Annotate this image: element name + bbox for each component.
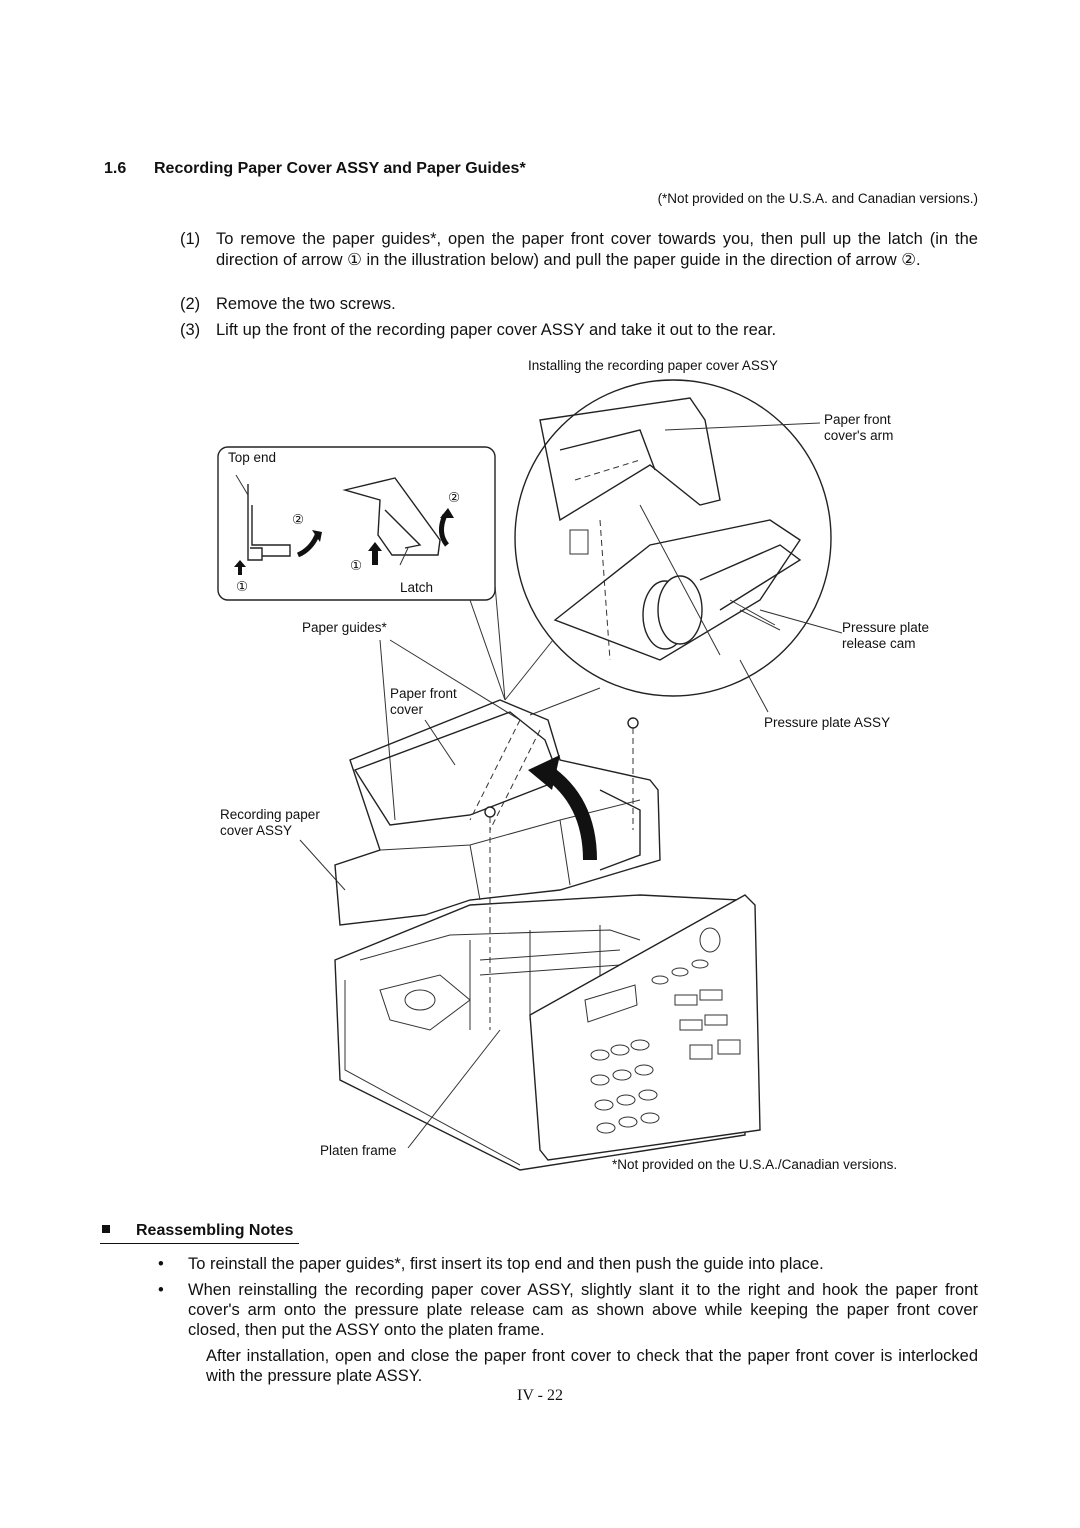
step-text: To remove the paper guides*, open the pa… xyxy=(216,230,978,269)
label-pressure-plate-release-cam: Pressure plate release cam xyxy=(842,620,930,651)
marker-1-inset-right: ① xyxy=(350,558,363,573)
figure-footnote: *Not provided on the U.S.A./Canadian ver… xyxy=(612,1157,898,1172)
reassembly-paragraph: After installation, open and close the p… xyxy=(206,1347,978,1385)
reassembly-bullet-1: • To reinstall the paper guides*, first … xyxy=(158,1254,978,1274)
bullet-text: To reinstall the paper guides*, first in… xyxy=(188,1255,824,1273)
detail-magnifier-circle xyxy=(514,379,832,697)
label-paper-front-cover: Paper front cover xyxy=(390,686,457,717)
marker-2-inset-right: ② xyxy=(448,490,461,505)
bullet-square-icon xyxy=(102,1225,110,1233)
section-number: 1.6 xyxy=(104,160,127,177)
marker-1-inset-left: ① xyxy=(236,579,249,594)
section-heading: 1.6 Recording Paper Cover ASSY and Paper … xyxy=(104,160,526,178)
label-paper-front-cover-arm: Paper front cover's arm xyxy=(824,412,894,443)
recording-paper-cover-assy xyxy=(334,699,661,926)
exploded-view-figure: Installing the recording paper cover ASS… xyxy=(0,350,1080,1180)
heading-underline xyxy=(100,1243,300,1244)
keypad xyxy=(590,959,741,1134)
label-latch: Latch xyxy=(400,580,434,595)
label-pressure-plate-assy: Pressure plate ASSY xyxy=(764,715,891,730)
bullet-dot-icon: • xyxy=(158,1255,164,1273)
section-note: (*Not provided on the U.S.A. and Canadia… xyxy=(657,191,978,206)
step-number: (1) xyxy=(180,230,201,248)
step-text: Lift up the front of the recording paper… xyxy=(216,321,777,339)
step-1: (1) To remove the paper guides*, open th… xyxy=(180,229,978,271)
lcd-display xyxy=(584,984,638,1023)
step-2: (2) Remove the two screws. xyxy=(180,294,978,315)
fax-machine-illustration xyxy=(217,379,843,1171)
bullet-dot-icon: • xyxy=(158,1281,164,1299)
reassembling-title: Reassembling Notes xyxy=(136,1222,294,1239)
reassembly-bullet-2: • When reinstalling the recording paper … xyxy=(158,1280,978,1340)
section-title: Recording Paper Cover ASSY and Paper Gui… xyxy=(154,160,526,177)
step-text: Remove the two screws. xyxy=(216,295,396,313)
control-panel xyxy=(529,894,761,1161)
bullet-text: When reinstalling the recording paper co… xyxy=(188,1281,978,1339)
page-number: IV - 22 xyxy=(517,1387,563,1404)
label-top-end: Top end xyxy=(228,450,277,465)
reassembling-heading: Reassembling Notes xyxy=(100,1222,300,1244)
paper-guide-inset xyxy=(217,446,496,601)
step-number: (3) xyxy=(180,321,201,339)
marker-2-inset-left: ② xyxy=(292,512,305,527)
figure-title: Installing the recording paper cover ASS… xyxy=(528,358,778,373)
label-platen-frame: Platen frame xyxy=(320,1143,397,1158)
step-number: (2) xyxy=(180,295,201,313)
step-3: (3) Lift up the front of the recording p… xyxy=(180,320,978,341)
label-paper-guides: Paper guides* xyxy=(302,620,387,635)
label-recording-paper-cover-assy: Recording paper cover ASSY xyxy=(220,807,320,838)
